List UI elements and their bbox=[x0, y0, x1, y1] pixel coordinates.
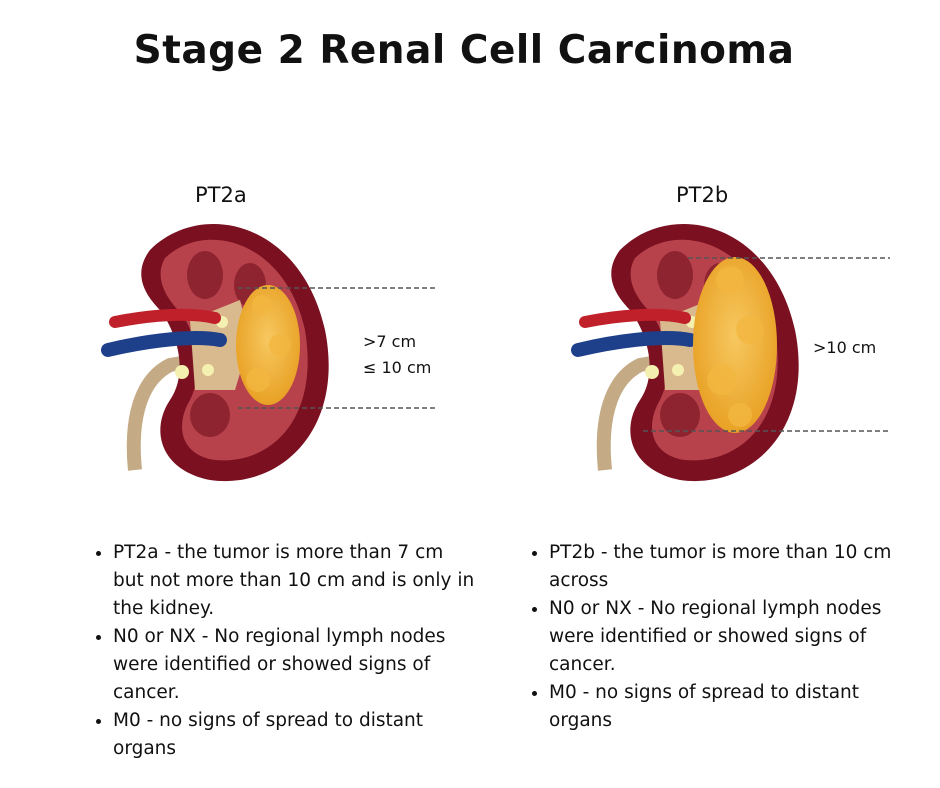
pt2b-label: PT2b bbox=[676, 183, 729, 207]
page-title: Stage 2 Renal Cell Carcinoma bbox=[133, 28, 795, 73]
measurement-max: ≤ 10 cm bbox=[363, 358, 432, 377]
measurement-min: >7 cm bbox=[363, 332, 417, 351]
pt2a-criteria-list: PT2a - the tumor is more than 7 cm but n… bbox=[93, 539, 478, 763]
measurement-min: >10 cm bbox=[813, 338, 877, 357]
list-item: N0 or NX - No regional lymph nodes were … bbox=[549, 595, 894, 679]
list-item: M0 - no signs of spread to distant organ… bbox=[113, 707, 478, 763]
pt2b-criteria-list: PT2b - the tumor is more than 10 cm acro… bbox=[529, 539, 894, 735]
list-item: PT2b - the tumor is more than 10 cm acro… bbox=[549, 539, 894, 595]
list-item: M0 - no signs of spread to distant organ… bbox=[549, 679, 894, 735]
tumor-pt2b bbox=[693, 257, 777, 433]
measure-lines-pt2b bbox=[643, 257, 890, 432]
list-item: PT2a - the tumor is more than 7 cm but n… bbox=[113, 539, 478, 623]
measure-lines-pt2a bbox=[238, 287, 437, 409]
tumor-pt2a bbox=[236, 285, 300, 405]
pt2b-measurement: >10 cm bbox=[813, 335, 876, 361]
pt2a-measurement: >7 cm ≤ 10 cm bbox=[363, 329, 431, 381]
pt2a-label: PT2a bbox=[195, 183, 247, 207]
list-item: N0 or NX - No regional lymph nodes were … bbox=[113, 623, 478, 707]
